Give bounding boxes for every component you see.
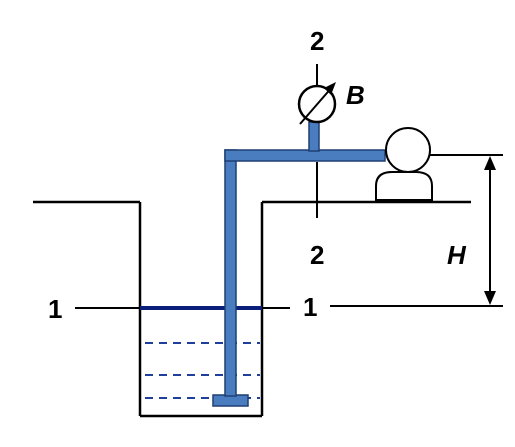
label-section-1-right: 1	[303, 292, 317, 322]
water-dashes	[145, 342, 260, 399]
pump-base	[375, 171, 433, 201]
label-section-2-bottom: 2	[310, 240, 324, 270]
height-dimension	[430, 154, 503, 305]
gauge	[297, 82, 337, 125]
label-gauge-b: B	[346, 80, 365, 110]
height-arrow-up-icon	[484, 156, 496, 170]
label-section-2-top: 2	[310, 26, 324, 56]
gauge-arrowhead-icon	[324, 82, 336, 95]
pipe-horizontal	[224, 149, 386, 162]
height-arrow-down-icon	[484, 291, 496, 305]
gauge-arrow	[299, 85, 334, 125]
pipe-vertical	[224, 149, 237, 397]
pump-body	[385, 127, 431, 173]
ground-and-reservoir	[33, 200, 471, 418]
label-section-1-left: 1	[48, 294, 62, 324]
label-height-h: H	[447, 240, 467, 270]
suction-pipe	[212, 121, 386, 407]
gauge-stem	[308, 121, 320, 152]
section-line-1	[75, 305, 503, 309]
pump	[375, 127, 433, 201]
